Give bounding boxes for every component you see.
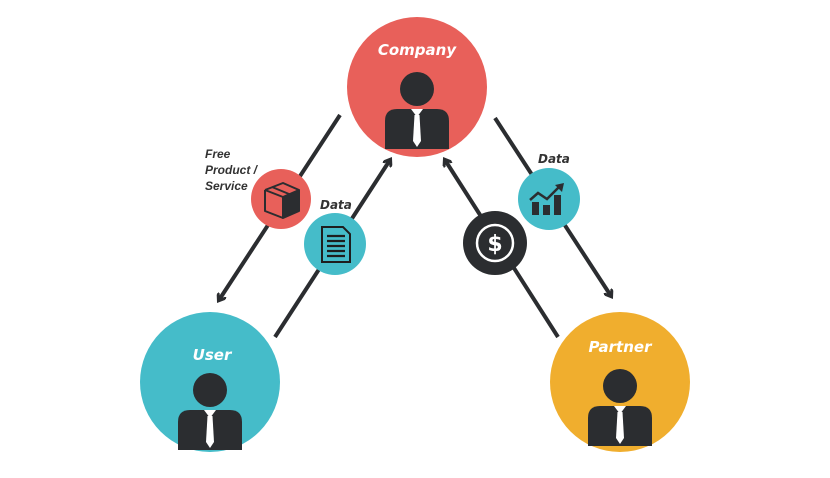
box-icon xyxy=(264,182,300,219)
company-node: Company xyxy=(347,17,487,157)
free-product-label: Free xyxy=(205,147,231,161)
chart-icon xyxy=(529,183,564,215)
svg-text:$: $ xyxy=(487,232,502,257)
user-data-label: Data xyxy=(320,198,352,212)
partner-node: Partner xyxy=(550,312,690,452)
free-product-label: Service xyxy=(205,179,248,193)
free-product-flow: Free Product / Service xyxy=(205,147,311,229)
partner-label: Partner xyxy=(589,338,654,356)
partner-data-label: Data xyxy=(538,152,570,166)
company-label: Company xyxy=(378,41,457,59)
payment-flow: $ xyxy=(463,211,527,275)
user-data-flow: Data xyxy=(304,198,366,275)
document-icon xyxy=(321,226,351,263)
user-node: User xyxy=(140,312,280,452)
user-label: User xyxy=(193,346,233,364)
partner-data-flow: Data xyxy=(518,152,580,230)
dollar-icon: $ xyxy=(475,223,515,263)
free-product-label: Product / xyxy=(205,163,259,177)
